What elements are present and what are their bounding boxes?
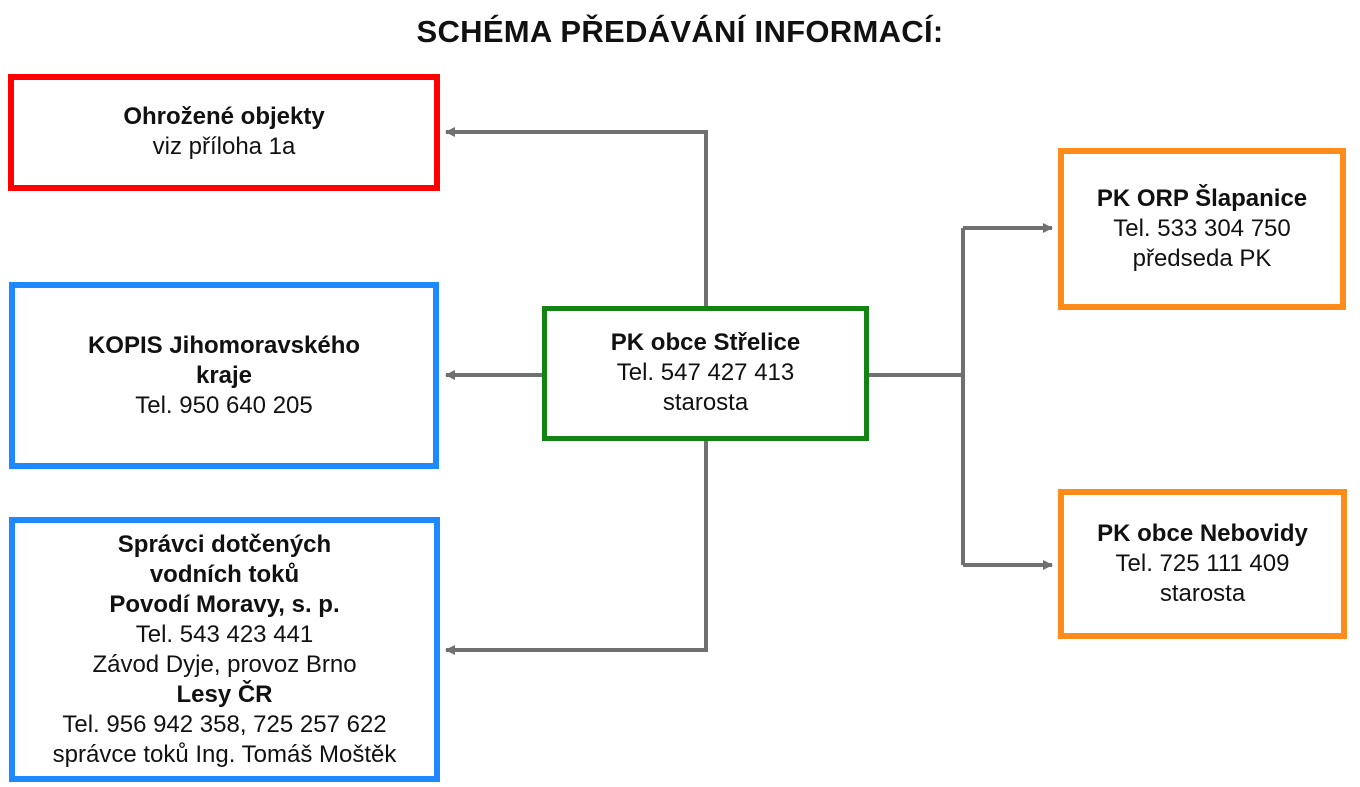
node-kopis-name-line2: kraje [195, 361, 253, 389]
node-ohrozene-name: Ohrožené objekty [123, 103, 325, 130]
node-spravci-org1-unit: Závod Dyje, provoz Brno [92, 650, 357, 678]
node-pk-orp-slapanice: PK ORP Šlapanice Tel. 533 304 750 předse… [1058, 148, 1346, 310]
node-spravci-heading-line2: vodních toků [149, 560, 300, 588]
diagram-title: SCHÉMA PŘEDÁVÁNÍ INFORMACÍ: [416, 14, 944, 49]
node-orp-role: předseda PK [1132, 245, 1272, 272]
node-spravci-heading-line1: Správci dotčených [117, 530, 332, 558]
node-nebovidy-phone: Tel. 725 111 409 [1115, 550, 1290, 577]
node-nebovidy-role: starosta [1159, 580, 1246, 607]
node-spravci-org2-phone: Tel. 956 942 358, 725 257 622 [62, 710, 387, 738]
node-spravci-org1-name: Povodí Moravy, s. p. [109, 590, 340, 618]
node-pk-nebovidy: PK obce Nebovidy Tel. 725 111 409 staros… [1058, 489, 1347, 639]
node-nebovidy-name: PK obce Nebovidy [1097, 520, 1308, 547]
node-ohrozene-ref: viz příloha 1a [152, 133, 296, 160]
node-strelice-name: PK obce Střelice [610, 329, 801, 356]
node-spravci-toku: Správci dotčených vodních toků Povodí Mo… [9, 517, 440, 782]
arrow-to-spravci [445, 441, 708, 655]
arrow-to-ohrozene [445, 127, 708, 306]
node-strelice-phone: Tel. 547 427 413 [616, 359, 795, 386]
node-orp-phone: Tel. 533 304 750 [1113, 215, 1291, 242]
node-orp-name: PK ORP Šlapanice [1096, 185, 1308, 212]
node-kopis: KOPIS Jihomoravského kraje Tel. 950 640 … [9, 282, 439, 469]
node-kopis-phone: Tel. 950 640 205 [135, 391, 313, 419]
node-kopis-name-line1: KOPIS Jihomoravského [87, 331, 361, 359]
node-strelice-role: starosta [662, 389, 749, 416]
node-ohrozene-objekty: Ohrožené objekty viz příloha 1a [8, 74, 440, 191]
node-spravci-org2-contact: správce toků Ing. Tomáš Moštěk [52, 740, 397, 768]
node-spravci-org1-phone: Tel. 543 423 441 [135, 620, 314, 648]
node-pk-strelice: PK obce Střelice Tel. 547 427 413 staros… [542, 306, 869, 441]
node-spravci-org2-name: Lesy ČR [176, 680, 273, 708]
